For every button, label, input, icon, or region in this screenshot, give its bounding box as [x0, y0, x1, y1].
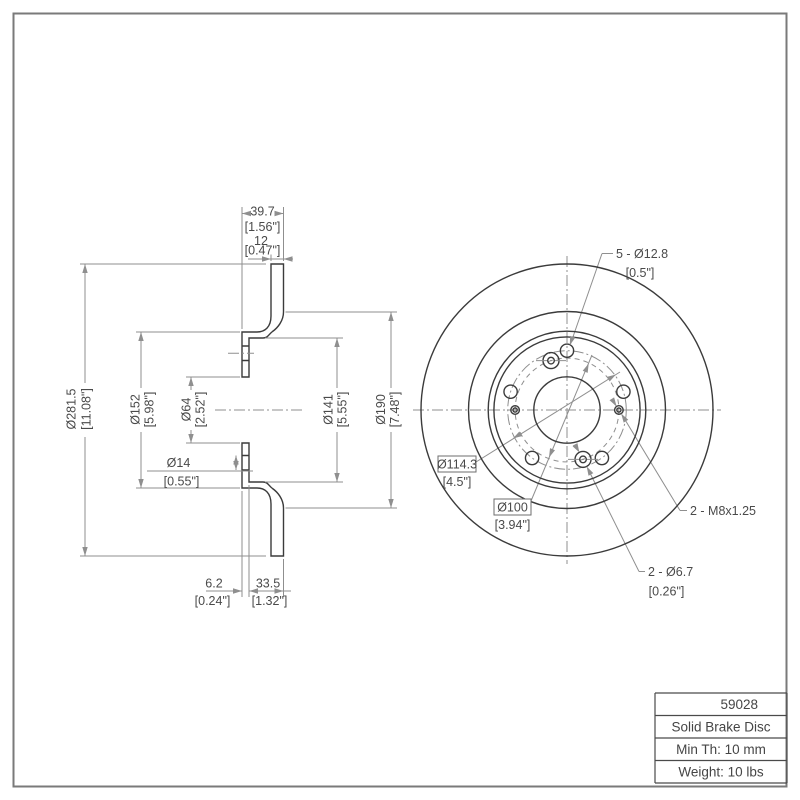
title-weight: Weight: 10 lbs: [678, 765, 764, 780]
dim-lug-hole-in: [0.55"]: [164, 475, 200, 489]
callout-pin-holes-mm: 2 - Ø6.7: [648, 565, 693, 579]
dim-hat-height-mm: 33.5: [256, 577, 280, 591]
dim-bore-in: [2.52"]: [194, 392, 208, 428]
callout-lug-holes-mm: 5 - Ø12.8: [616, 247, 668, 261]
dim-hat-depth-mm: 6.2: [205, 577, 222, 591]
dim-inner-dia-mm: Ø141: [322, 394, 336, 425]
inner-diameter-circle: [493, 336, 641, 484]
callout-bolt-circle-in: [4.5"]: [443, 475, 472, 489]
dim-thickness-mm: 12: [254, 234, 268, 248]
bolt-circle-label-box: [437, 455, 477, 473]
callout-thread-holes: 2 - M8x1.25: [690, 504, 756, 518]
step-diameter-circle: [467, 310, 667, 510]
dim-overall-width-in: [1.56"]: [245, 220, 281, 234]
center-bore-circle: [533, 376, 601, 444]
dim-od-in: [11.08"]: [80, 388, 94, 430]
dim-lug-hole-mm: Ø14: [167, 456, 191, 470]
dim-hat-height-in: [1.32"]: [252, 594, 288, 608]
dim-step-dia-in: [7.48"]: [388, 392, 402, 428]
pilot-circle-label-box: [493, 498, 532, 516]
callout-bolt-circle-mm: Ø114.3: [437, 458, 477, 472]
dim-overall-width-mm: 39.7: [250, 205, 274, 219]
dim-hat-dia-mm: Ø152: [129, 394, 143, 425]
bolt-circle: [507, 350, 627, 470]
dim-inner-dia-in: [5.55"]: [336, 392, 350, 428]
callout-pin-holes-in: [0.26"]: [649, 585, 685, 599]
section-top-half: [241, 263, 285, 378]
pilot-hole-circle: [514, 357, 620, 463]
callout-pilot-circle-in: [3.94"]: [495, 518, 531, 532]
disc-outer-edge: [420, 263, 714, 557]
title-part-number: 59028: [720, 697, 758, 712]
title-min-thickness: Min Th: 10 mm: [676, 742, 766, 757]
title-block: 59028 Solid Brake Disc Min Th: 10 mm Wei…: [654, 692, 788, 784]
sheet-border: [12, 12, 788, 788]
dim-bore-mm: Ø64: [180, 398, 194, 422]
thread-holes: [510, 405, 624, 416]
dim-step-dia-mm: Ø190: [374, 394, 388, 425]
section-bottom-half: [241, 442, 285, 557]
dim-od-mm: Ø281.5: [65, 388, 79, 429]
front-view: 5 - Ø12.8 [0.5"] Ø114.3 [4.5"] Ø100 [3.9…: [413, 247, 756, 599]
hat-diameter-circle: [487, 330, 647, 490]
callout-pilot-circle-mm: Ø100: [497, 501, 528, 515]
dim-hat-dia-in: [5.98"]: [143, 392, 157, 428]
title-description: Solid Brake Disc: [671, 720, 770, 735]
section-view: 39.7 [1.56"] 12 [0.47"] 6.2 [0.24"] 33.5…: [62, 205, 404, 608]
callout-lug-holes-in: [0.5"]: [626, 266, 655, 280]
lug-holes: [503, 343, 631, 466]
dim-thickness-in: [0.47"]: [245, 244, 281, 258]
dim-hat-depth-in: [0.24"]: [195, 594, 231, 608]
